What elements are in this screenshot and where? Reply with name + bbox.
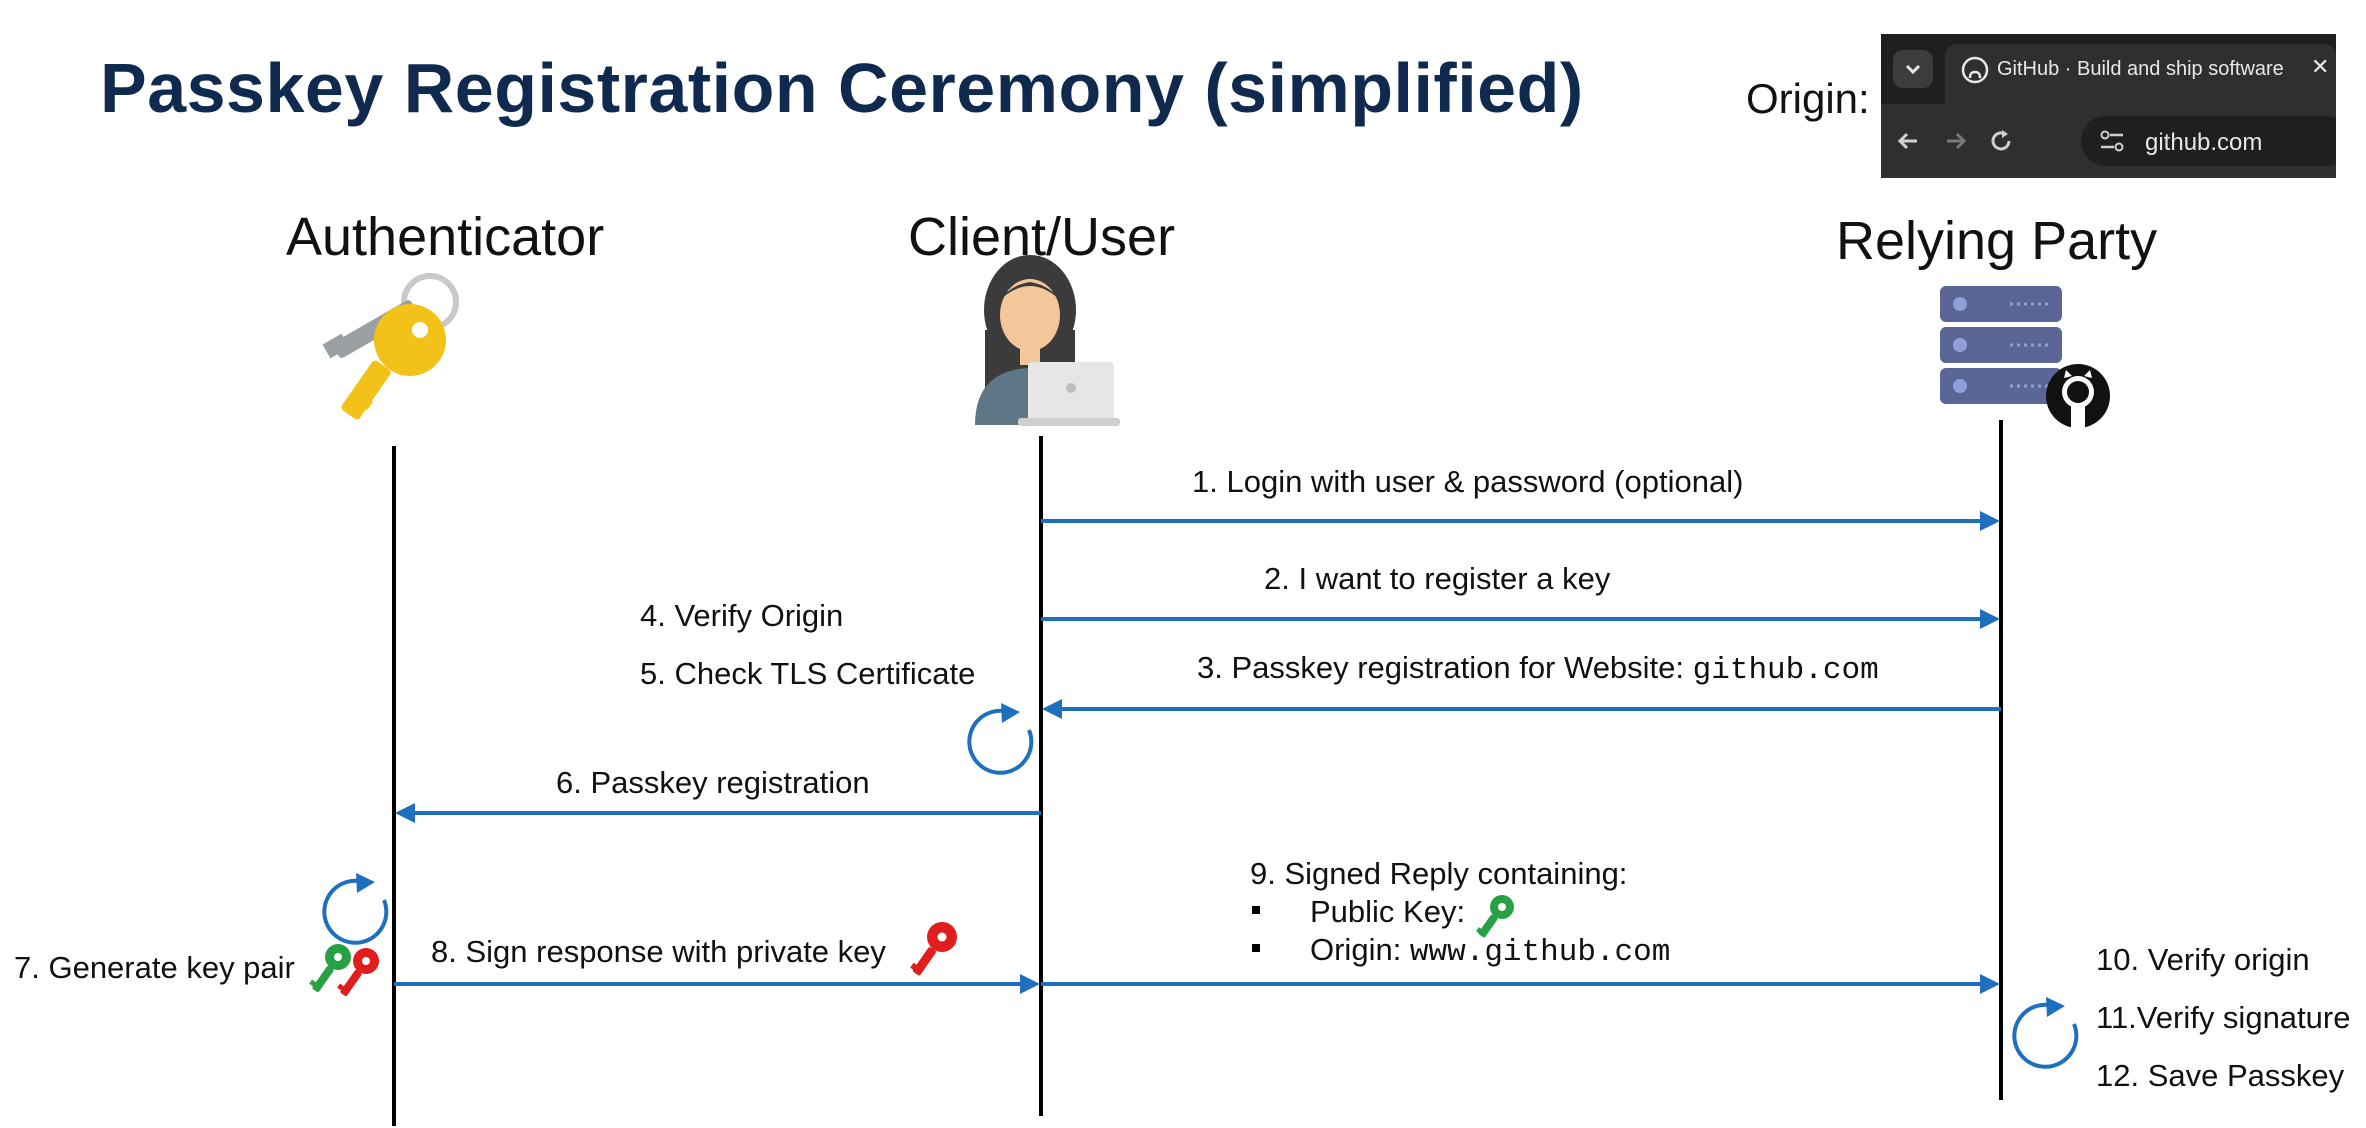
message-4: 4. Verify Origin — [640, 598, 844, 633]
message-1: 1. Login with user & password (optional) — [1192, 464, 1744, 499]
bullet — [1252, 944, 1260, 952]
message-10: 10. Verify origin — [2096, 942, 2310, 977]
message-8: 8. Sign response with private key — [431, 934, 886, 969]
message-2: 2. I want to register a key — [1264, 561, 1611, 596]
address-bar[interactable] — [2081, 116, 2336, 166]
chevron-down-icon — [1905, 64, 1921, 75]
browser-screenshot: GitHub · Build and ship software ✕ githu… — [1881, 34, 2336, 178]
message-9-public-key: Public Key: — [1310, 894, 1466, 929]
user-with-laptop-icon — [975, 255, 1120, 426]
origin-label: Origin: — [1746, 75, 1870, 122]
url-text: github.com — [2145, 129, 2263, 156]
message-9-origin-label: Origin: — [1310, 932, 1410, 967]
bullet — [1252, 906, 1260, 914]
actor-authenticator-label: Authenticator — [286, 207, 605, 267]
refresh-icon-client — [967, 703, 1034, 775]
actor-relying-party-label: Relying Party — [1836, 211, 2158, 271]
tab-search-button[interactable] — [1893, 50, 1933, 88]
refresh-icon-authenticator — [322, 873, 389, 945]
private-key-icon — [337, 948, 379, 996]
public-key-icon — [1476, 895, 1514, 938]
reload-icon[interactable] — [1986, 126, 2016, 156]
message-6: 6. Passkey registration — [556, 765, 870, 800]
private-key-icon — [910, 922, 957, 976]
close-tab-icon[interactable]: ✕ — [2311, 54, 2330, 79]
forward-icon[interactable] — [1941, 126, 1971, 156]
message-3-text: 3. Passkey registration for Website: — [1197, 650, 1693, 685]
message-11: 11.Verify signature — [2096, 1000, 2351, 1035]
browser-tab[interactable] — [1945, 44, 2336, 104]
keys-icon — [322, 273, 459, 420]
github-logo-icon — [2046, 364, 2110, 428]
refresh-icon-relying-party — [2012, 997, 2079, 1069]
site-settings-icon[interactable] — [2097, 126, 2127, 156]
message-5: 5. Check TLS Certificate — [640, 656, 976, 691]
message-3-site: github.com — [1692, 653, 1879, 688]
message-3: 3. Passkey registration for Website: git… — [1197, 650, 1879, 688]
github-favicon-icon — [1961, 56, 1989, 84]
message-9-origin: Origin: www.github.com — [1310, 932, 1670, 970]
public-key-icon — [309, 944, 351, 992]
page-title: Passkey Registration Ceremony (simplifie… — [100, 49, 1584, 127]
message-12: 12. Save Passkey — [2096, 1058, 2345, 1093]
message-9-origin-value: www.github.com — [1409, 935, 1671, 970]
server-icon — [1940, 286, 2062, 404]
tab-title: GitHub · Build and ship software — [1997, 58, 2284, 80]
back-icon[interactable] — [1893, 126, 1923, 156]
message-7: 7. Generate key pair — [14, 950, 295, 985]
message-9: 9. Signed Reply containing: — [1250, 856, 1628, 891]
